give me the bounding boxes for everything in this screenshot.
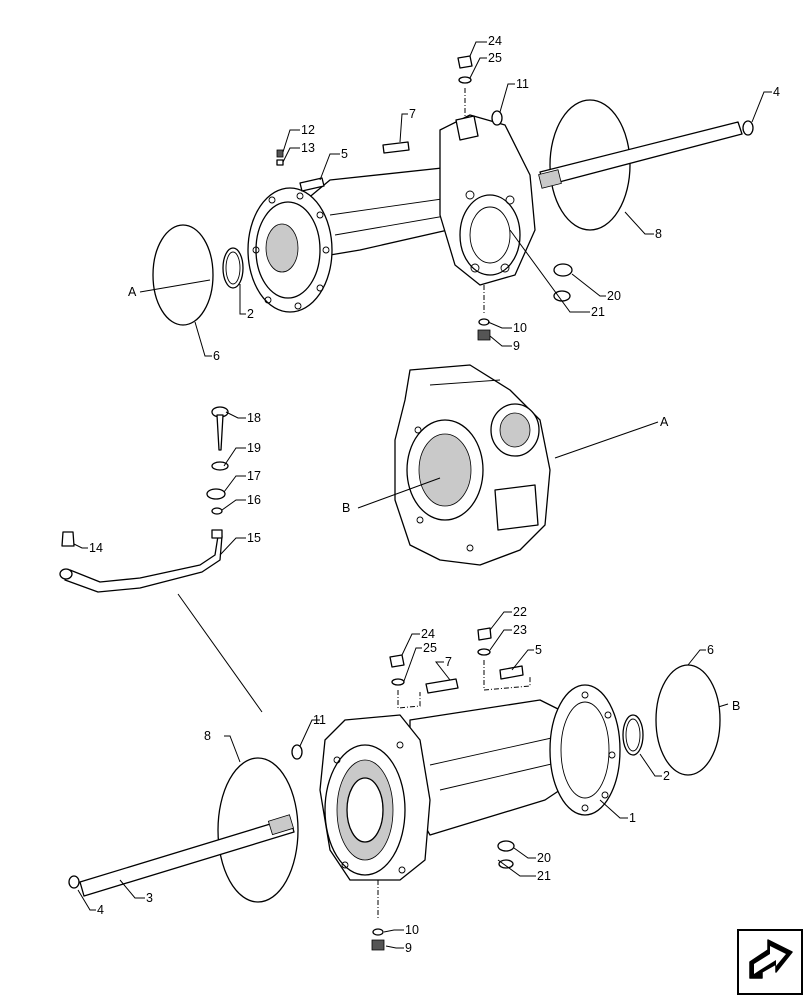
callout-19: 19 [247, 441, 261, 455]
callout-10-upper: 10 [513, 321, 527, 335]
upper-loose-parts [152, 55, 754, 341]
nut-17 [206, 488, 226, 500]
lower-axle-housing [319, 684, 621, 881]
callout-B-middle: B [342, 501, 350, 515]
callout-22: 22 [513, 605, 527, 619]
callout-8-upper: 8 [655, 227, 662, 241]
washer-13 [276, 159, 284, 166]
o-ring-11-lower [291, 744, 303, 760]
plug-24-lower [389, 654, 405, 668]
leader-lines [73, 41, 772, 949]
callout-6-lower: 6 [707, 643, 714, 657]
callout-2-upper: 2 [247, 307, 254, 321]
callout-25-lower: 25 [423, 641, 437, 655]
washer-10-lower [372, 928, 384, 936]
callout-24-lower: 24 [421, 627, 435, 641]
callout-7-upper: 7 [409, 107, 416, 121]
arrow-navigation-icon[interactable] [737, 929, 803, 995]
callout-21-upper: 21 [591, 305, 605, 319]
callout-labels: 24 25 11 4 7 12 13 5 A 2 6 8 20 21 10 9 … [89, 34, 780, 955]
o-ring-19 [211, 461, 229, 471]
lower-loose-parts [68, 627, 721, 951]
callout-2-lower: 2 [663, 769, 670, 783]
callout-20-upper: 20 [607, 289, 621, 303]
callout-1: 1 [629, 811, 636, 825]
center-differential-housing [394, 364, 551, 566]
callout-16: 16 [247, 493, 261, 507]
dipstick-group [59, 406, 229, 593]
washer-25-lower [391, 678, 405, 686]
guide-line [177, 593, 263, 713]
callout-23: 23 [513, 623, 527, 637]
callout-14: 14 [89, 541, 103, 555]
callout-6-upper: 6 [213, 349, 220, 363]
callout-4-lower: 4 [97, 903, 104, 917]
o-ring-11-upper [491, 110, 503, 126]
callout-24-upper: 24 [488, 34, 502, 48]
plug-22 [477, 627, 492, 641]
callout-5-upper: 5 [341, 147, 348, 161]
fitting-14 [61, 531, 75, 547]
washer-16 [211, 507, 223, 515]
callout-11-lower: 11 [313, 713, 326, 727]
callout-25-upper: 25 [488, 51, 502, 65]
axle-shaft-lower [79, 817, 295, 897]
pin-7-upper [382, 141, 410, 154]
washer-4-upper [742, 120, 754, 136]
callout-9-lower: 9 [405, 941, 412, 955]
callout-17: 17 [247, 469, 261, 483]
plug-24-upper [457, 55, 473, 69]
pin-5-lower [499, 665, 524, 680]
callout-18: 18 [247, 411, 261, 425]
callout-A-middle: A [660, 415, 669, 429]
callout-3: 3 [146, 891, 153, 905]
plug-9-lower [371, 939, 385, 951]
callout-12: 12 [301, 123, 315, 137]
washer-25-upper [458, 76, 472, 84]
washer-4-lower [68, 875, 80, 889]
callout-4-upper: 4 [773, 85, 780, 99]
callout-5-lower: 5 [535, 643, 542, 657]
callout-9-upper: 9 [513, 339, 520, 353]
washer-21-upper [553, 290, 571, 302]
washer-21-lower [498, 859, 514, 869]
plug-9-upper [477, 329, 491, 341]
callout-20-lower: 20 [537, 851, 551, 865]
callout-15: 15 [247, 531, 261, 545]
upper-axle-housing [247, 114, 536, 313]
callout-10-lower: 10 [405, 923, 419, 937]
callout-7-lower: 7 [445, 655, 452, 669]
pin-7-lower [425, 678, 459, 694]
plug-20-upper [553, 263, 573, 277]
callout-B-lower: B [732, 699, 740, 713]
washer-23 [477, 648, 491, 656]
callout-A-upper: A [128, 285, 137, 299]
callout-13: 13 [301, 141, 315, 155]
seal-ring-6-upper [152, 224, 214, 326]
callout-11-upper: 11 [516, 77, 529, 91]
pin-5-upper [299, 177, 325, 192]
callout-21-lower: 21 [537, 869, 551, 883]
callout-8-lower: 8 [204, 729, 211, 743]
screw-12 [276, 149, 284, 158]
plug-20-lower [497, 840, 515, 852]
seal-ring-6-lower [655, 664, 721, 776]
washer-10-upper [478, 318, 490, 326]
